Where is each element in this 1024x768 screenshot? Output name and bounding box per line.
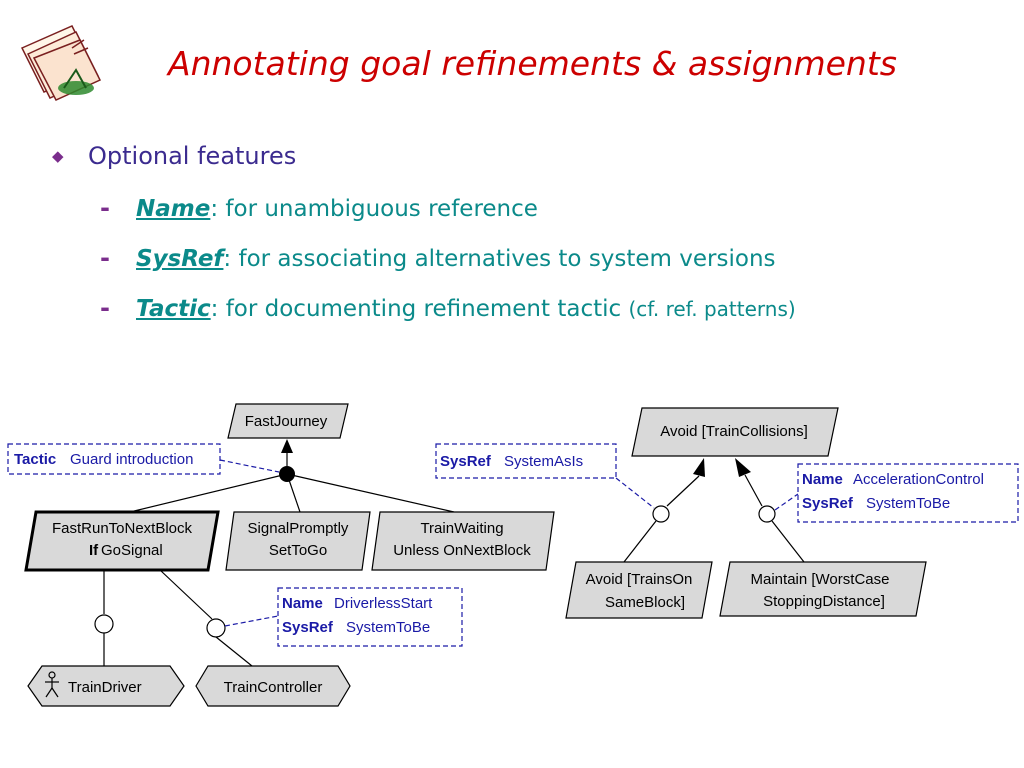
refinement-arrowhead-icon <box>735 458 751 477</box>
goal-fastruntonextblock: FastRunToNextBlock If GoSignal <box>24 510 220 572</box>
sysref-value: SystemToBe <box>866 495 950 512</box>
sub-bullet-text: : for unambiguous reference <box>210 196 538 222</box>
goal-label: FastJourney <box>245 413 328 430</box>
tactic-key: Tactic <box>14 451 56 468</box>
refinement-node <box>758 505 776 523</box>
sysref-key: SysRef <box>802 495 854 512</box>
goal-fastjourney: FastJourney <box>227 403 349 439</box>
slide-title: Annotating goal refinements & assignment… <box>168 44 897 83</box>
sysref-value: SystemAsIs <box>504 453 583 470</box>
sub-bullet-sysref: -SysRef: for associating alternatives to… <box>100 244 776 272</box>
goal-label: Avoid [TrainCollisions] <box>660 423 808 440</box>
bullet-text: Optional features <box>88 142 297 170</box>
goal-label-line2: Unless OnNextBlock <box>393 542 531 559</box>
agent-traincontroller: TrainController <box>195 665 351 707</box>
sub-bullet-text: : for associating alternatives to system… <box>223 246 776 272</box>
goal-label-line2: SameBlock] <box>605 594 685 611</box>
sub-bullet-tactic: -Tactic: for documenting refinement tact… <box>100 294 796 322</box>
goal-avoid-trainsonsameblock: Avoid [TrainsOn SameBlock] <box>565 561 713 619</box>
keyword-tactic: Tactic <box>136 296 211 322</box>
goal-avoid-traincollisions: Avoid [TrainCollisions] <box>631 407 839 457</box>
goal-label-line2: StoppingDistance] <box>763 593 885 610</box>
name-key: Name <box>282 595 323 612</box>
papers-logo-icon <box>20 25 102 101</box>
annotation-driverless: Name DriverlessStart SysRef SystemToBe <box>224 587 463 647</box>
annotation-systemasis: SysRef SystemAsIs <box>435 443 655 509</box>
sysref-value: SystemToBe <box>346 619 430 636</box>
agent-label: TrainDriver <box>68 679 142 696</box>
dash-bullet-icon: - <box>100 244 110 272</box>
goal-label-line1: TrainWaiting <box>420 520 503 537</box>
sub-bullet-text: : for documenting refinement tactic <box>210 296 629 322</box>
goal-maintain-worstcase: Maintain [WorstCase StoppingDistance] <box>719 561 927 617</box>
refinement-arrowhead-icon <box>693 458 705 477</box>
tactic-value: Guard introduction <box>70 451 193 468</box>
goal-label-line1: SignalPromptly <box>248 520 349 537</box>
assignment-node <box>206 618 226 638</box>
assignment-node <box>94 614 114 634</box>
dash-bullet-icon: - <box>100 194 110 222</box>
goal-label-line2: SetToGo <box>269 542 327 559</box>
sysref-key: SysRef <box>282 619 334 636</box>
diamond-bullet-icon: ◆ <box>52 147 64 165</box>
name-key: Name <box>802 471 843 488</box>
sysref-key: SysRef <box>440 453 492 470</box>
sub-bullet-note: (cf. ref. patterns) <box>628 297 796 321</box>
dash-bullet-icon: - <box>100 294 110 322</box>
name-value: DriverlessStart <box>334 595 433 612</box>
goal-label-line1: Avoid [TrainsOn <box>586 571 693 588</box>
keyword-name: Name <box>136 196 211 222</box>
annotation-accelerationcontrol: Name AccelerationControl SysRef SystemTo… <box>774 463 1019 523</box>
goal-trainwaiting: TrainWaiting Unless OnNextBlock <box>371 511 555 571</box>
refinement-node <box>652 505 670 523</box>
keyword-sysref: SysRef <box>136 246 224 272</box>
annotation-tactic: Tactic Guard introduction <box>7 443 280 475</box>
if-keyword: If <box>89 542 99 559</box>
goal-signalpromptly: SignalPromptly SetToGo <box>225 511 371 571</box>
name-value: AccelerationControl <box>853 471 984 488</box>
human-agent-icon <box>45 671 59 698</box>
goal-diagram: FastJourney Tactic Guard introduction Fa… <box>7 403 1019 707</box>
goal-label-line1: Maintain [WorstCase <box>751 571 890 588</box>
sub-bullet-name: -Name: for unambiguous reference <box>100 194 538 222</box>
agent-label: TrainController <box>224 679 323 696</box>
agent-traindriver: TrainDriver <box>27 665 185 707</box>
bullet-optional-features: ◆ Optional features <box>52 142 296 170</box>
if-value: GoSignal <box>101 542 163 559</box>
goal-label: FastRunToNextBlock <box>52 520 193 537</box>
refinement-arrowhead-icon <box>281 439 293 453</box>
